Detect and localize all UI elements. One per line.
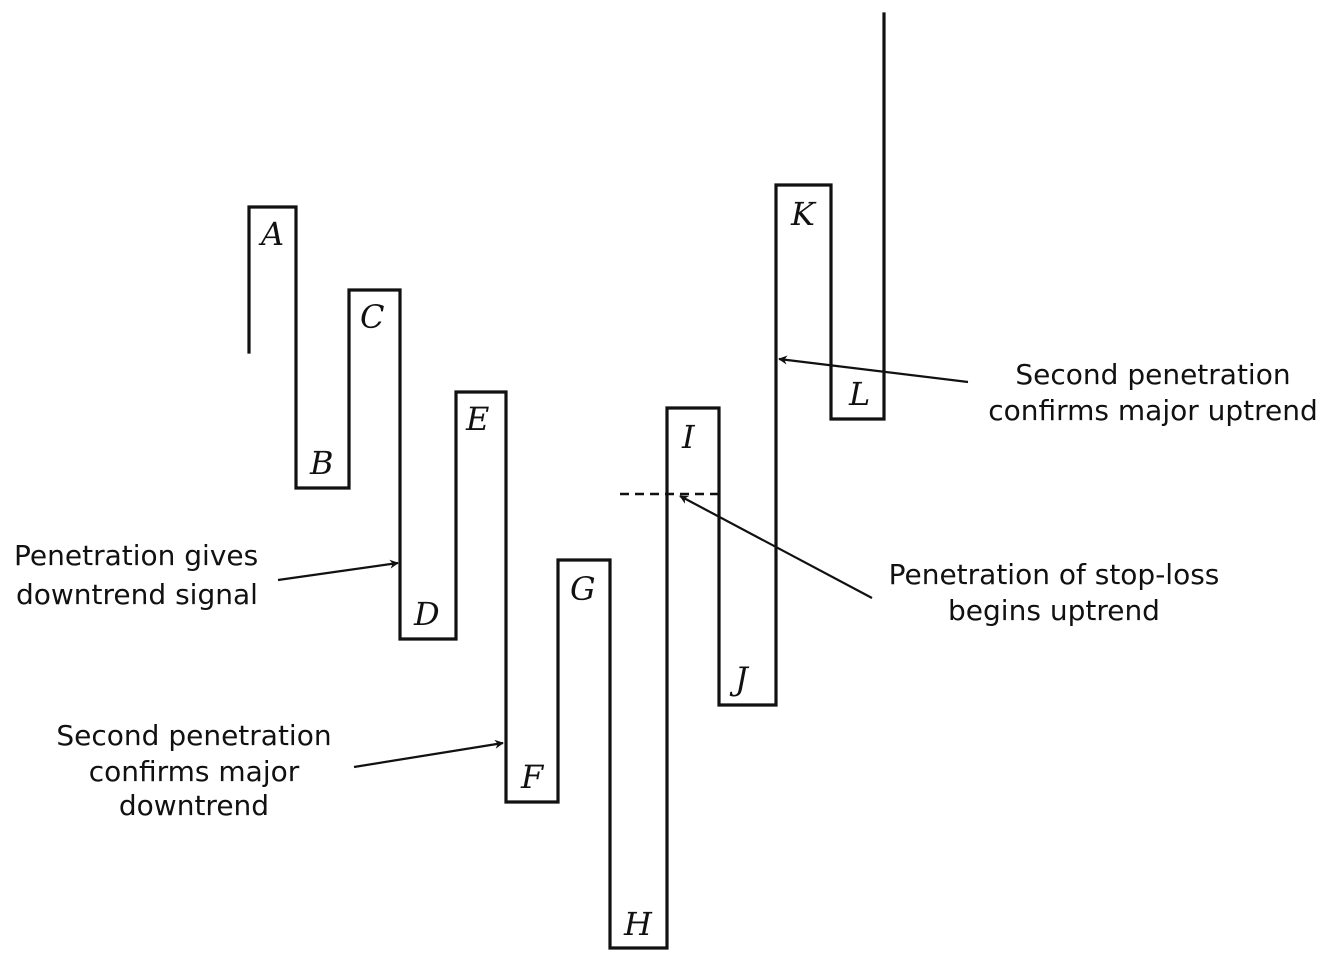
point-label-g: G	[570, 570, 596, 608]
annotation-major-downtrend-line-1: Second penetration	[56, 719, 331, 752]
point-label-f: F	[520, 758, 545, 796]
annotation-major-uptrend: Second penetration confirms major uptren…	[988, 358, 1318, 427]
stop-loss-arrow	[679, 495, 873, 599]
point-label-l: L	[848, 375, 870, 413]
point-label-j: J	[729, 660, 750, 698]
annotation-major-downtrend-line-2: confirms major	[89, 755, 300, 788]
point-label-h: H	[623, 905, 653, 943]
annotation-downtrend-signal-line-2: downtrend signal	[16, 578, 258, 611]
annotation-stop-loss-line-1: Penetration of stop-loss	[889, 558, 1220, 591]
annotation-major-uptrend-line-2: confirms major uptrend	[988, 394, 1318, 427]
annotation-stop-loss: Penetration of stop-loss begins uptrend	[889, 558, 1220, 627]
point-label-b: B	[309, 444, 334, 482]
point-label-c: C	[360, 298, 384, 336]
annotation-downtrend-signal-line-1: Penetration gives	[14, 539, 258, 572]
annotation-major-downtrend: Second penetration confirms major downtr…	[56, 719, 331, 822]
price-swing-line	[247, 12, 886, 950]
annotation-downtrend-signal: Penetration gives downtrend signal	[14, 539, 258, 611]
annotation-major-downtrend-line-3: downtrend	[119, 789, 269, 822]
annotation-stop-loss-line-2: begins uptrend	[948, 594, 1160, 627]
major-uptrend-arrow	[778, 355, 969, 384]
point-label-a: A	[258, 215, 284, 253]
annotation-major-uptrend-line-1: Second penetration	[1015, 358, 1290, 391]
major-downtrend-arrow	[353, 739, 504, 769]
point-label-e: E	[465, 400, 489, 438]
point-label-i: I	[681, 418, 696, 456]
point-label-d: D	[413, 595, 440, 633]
downtrend-signal-arrow	[277, 559, 399, 582]
point-label-k: K	[790, 195, 817, 233]
